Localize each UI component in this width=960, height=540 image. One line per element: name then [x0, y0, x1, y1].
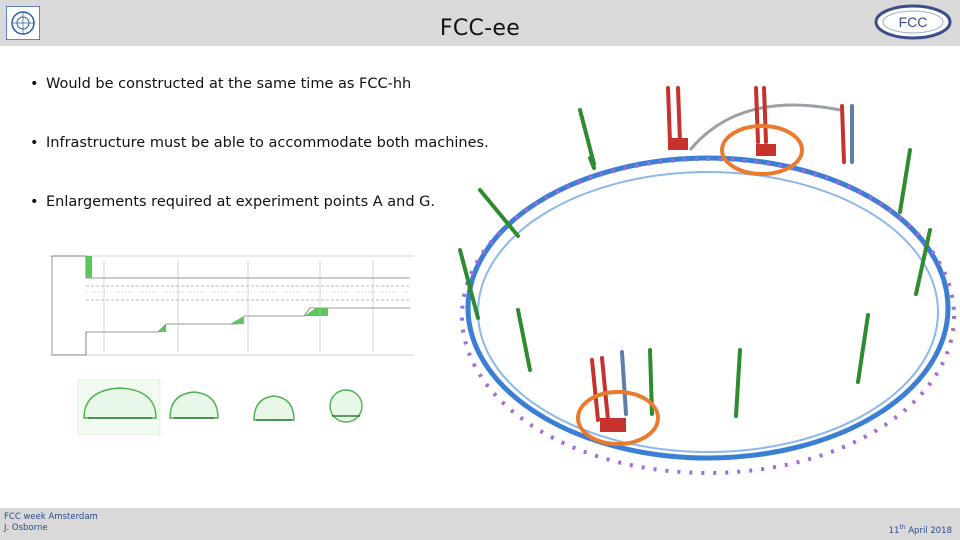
footer-left: FCC week Amsterdam J. Osborne: [4, 512, 98, 534]
footer-date-rest: April 2018: [905, 525, 952, 536]
slide-title: FCC-ee: [439, 16, 521, 41]
bullet-symbol: •: [30, 194, 39, 210]
experiment-point-g: [576, 350, 660, 446]
bullet-item: • Infrastructure must be able to accommod…: [30, 135, 489, 151]
bullet-text: Infrastructure must be able to accommoda…: [46, 135, 489, 151]
footer-date-suffix: th: [899, 524, 906, 531]
footer-author: J. Osborne: [4, 523, 48, 533]
bullet-item: • Enlargements required at experiment poi…: [30, 194, 435, 210]
footer-date-day: 11: [888, 525, 900, 536]
ring-tunnel: [460, 103, 956, 475]
footer-date: 11th April 2018: [889, 524, 952, 536]
tunnel-engineering-drawing: [50, 255, 414, 436]
longitudinal-section: [50, 255, 414, 356]
bullet-symbol: •: [30, 135, 39, 151]
bullet-item: • Would be constructed at the same time a…: [30, 76, 411, 92]
cern-logo: [6, 6, 40, 40]
highlight-circle-top: [720, 124, 804, 176]
fcc-logo: FCC: [874, 4, 952, 40]
highlight-circle-bottom: [576, 390, 660, 446]
slide-header: FCC-ee FCC: [0, 0, 960, 46]
fcc-logo-text: FCC: [899, 14, 928, 30]
bullet-symbol: •: [30, 76, 39, 92]
fcc-ring-illustration: [458, 86, 956, 475]
footer-event: FCC week Amsterdam: [4, 512, 98, 522]
slide-footer: FCC week Amsterdam J. Osborne 11th April…: [0, 508, 960, 540]
experiment-point-a: [666, 86, 854, 176]
tunnel-cross-sections: [77, 379, 363, 436]
bullet-text: Enlargements required at experiment poin…: [46, 194, 436, 210]
bullet-text: Would be constructed at the same time as…: [46, 76, 412, 92]
